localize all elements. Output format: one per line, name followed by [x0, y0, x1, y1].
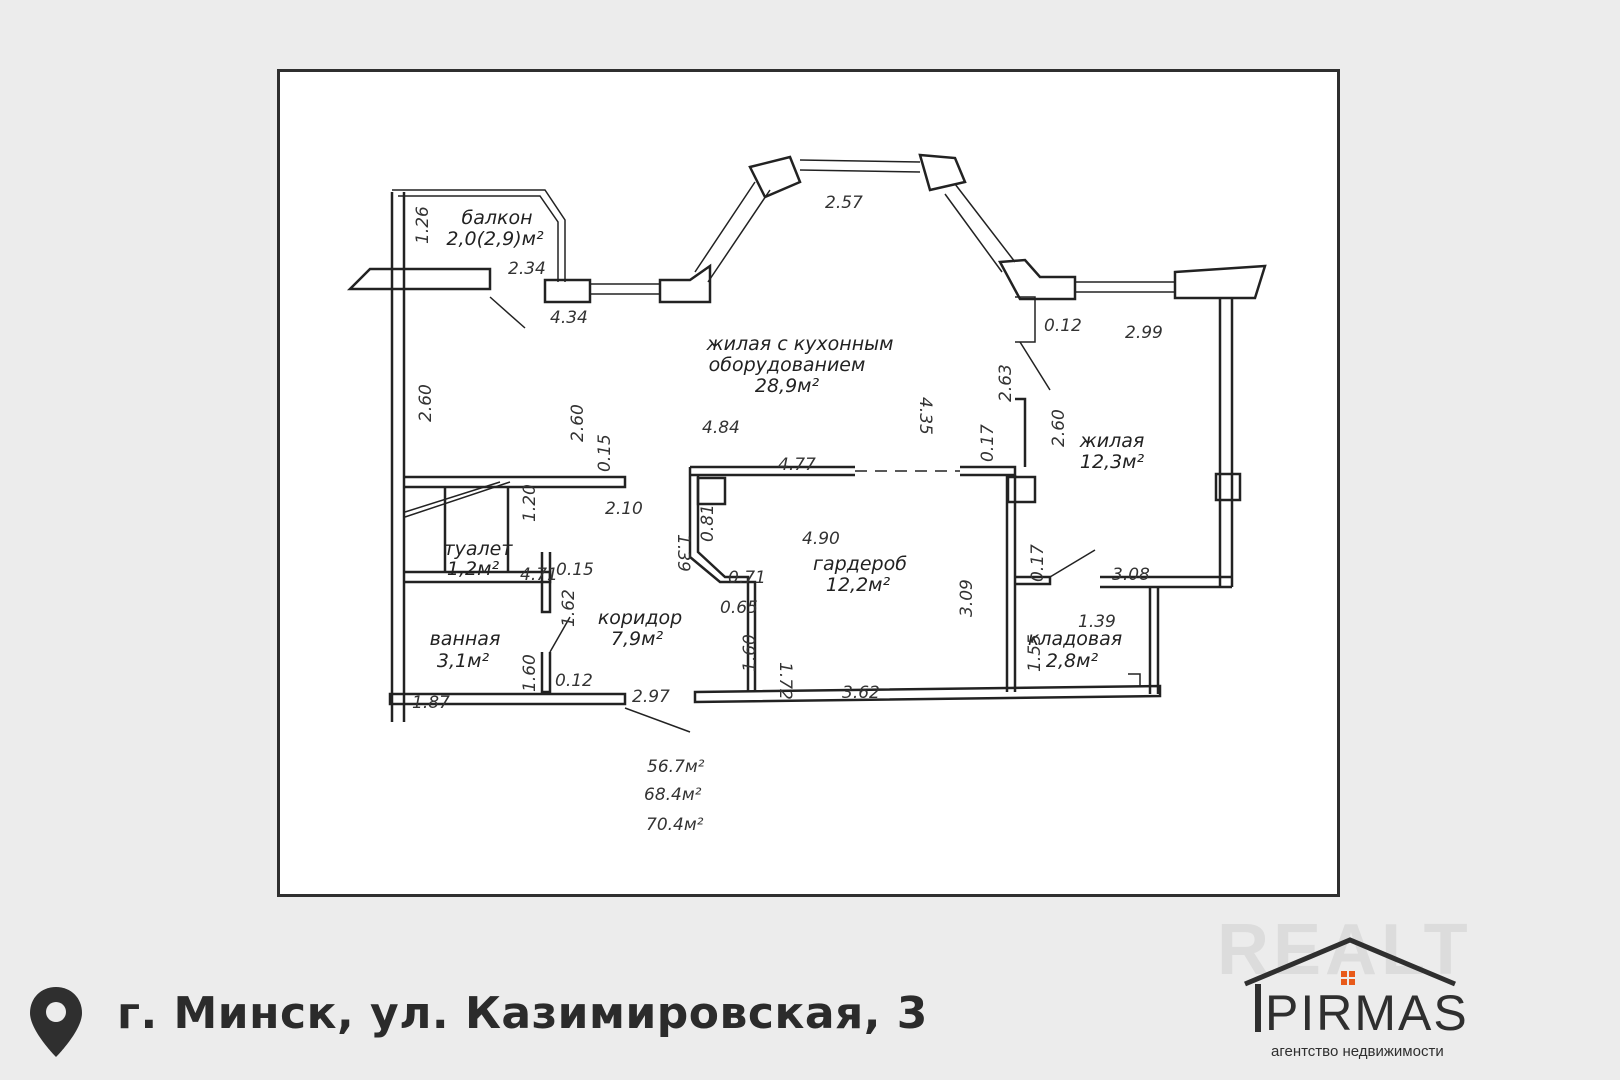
balcony-area: 2,0(2,9)м² [446, 228, 544, 250]
balcony-label: балкон [461, 207, 532, 229]
dimension-label: 2.60 [1049, 409, 1069, 447]
dimension-label: 4.77 [778, 455, 816, 475]
room-labels: балкон 2,0(2,9)м² жилая с кухонным обору… [430, 207, 1145, 672]
dimension-label: 2.57 [825, 193, 863, 213]
dimension-label: 2.10 [605, 499, 643, 519]
dimension-label: 0.71 [728, 568, 766, 588]
dimension-label: 4.71 [520, 565, 558, 585]
dimension-label: 0.15 [595, 434, 615, 472]
dimension-label: 4.35 [915, 397, 935, 435]
dimension-label: 2.63 [996, 364, 1016, 402]
pirmas-logo: REALT PIRMAS агентство недвижимости [1217, 922, 1469, 1060]
dimension-label: 0.17 [1028, 544, 1048, 582]
dimension-label: 1.60 [740, 634, 760, 672]
dimension-label: 2.60 [416, 384, 436, 422]
dimension-label: 1.39 [1078, 612, 1116, 632]
living-kitchen-label-line1: жилая с кухонным [706, 333, 894, 355]
storage-area: 2,8м² [1046, 650, 1099, 672]
wardrobe-area: 12,2м² [826, 574, 891, 596]
dimension-label: 1.20 [520, 484, 540, 522]
dimension-label: 1.72 [775, 662, 795, 700]
dimension-label: 0.17 [978, 424, 998, 462]
dimension-label: 0.15 [556, 560, 594, 580]
logo-brand: PIRMAS [1265, 985, 1469, 1041]
toilet-label: туалет [444, 538, 514, 560]
logo-tagline: агентство недвижимости [1271, 1043, 1444, 1060]
corridor-area: 7,9м² [611, 628, 664, 650]
living-kitchen-label-line2: оборудованием [709, 354, 866, 376]
total-area-3: 70.4м² [646, 815, 704, 835]
living-room-label: жилая [1079, 430, 1145, 452]
area-totals: 56.7м² 68.4м² 70.4м² [644, 757, 705, 835]
address-text: г. Минск, ул. Казимировская, 3 [117, 988, 928, 1039]
logo-window-icon [1341, 971, 1347, 977]
total-area-2: 68.4м² [644, 785, 702, 805]
bathroom-label: ванная [430, 628, 501, 650]
toilet-area: 1,2м² [447, 558, 500, 580]
total-area-1: 56.7м² [647, 757, 705, 777]
dimension-label: 3.08 [1112, 565, 1150, 585]
dimension-label: 1.26 [413, 206, 433, 244]
dimension-label: 0.12 [1044, 316, 1082, 336]
walls [346, 153, 1267, 733]
dimension-label: 0.81 [698, 504, 718, 542]
dimension-label: 3.62 [842, 683, 880, 703]
dimension-label: 4.84 [702, 418, 740, 438]
living-room-area: 12,3м² [1080, 451, 1145, 473]
dimension-labels: 1.26 2.34 4.34 2.57 0.12 2.99 2.60 2.60 … [412, 193, 1163, 713]
corridor-label: коридор [598, 607, 682, 629]
dimension-label: 1.60 [520, 654, 540, 692]
dimension-label: 2.97 [632, 687, 670, 707]
dimension-label: 2.60 [568, 404, 588, 442]
bathroom-area: 3,1м² [437, 650, 490, 672]
storage-label: кладовая [1028, 628, 1122, 650]
dimension-label: 0.12 [555, 671, 593, 691]
dimension-label: 3.09 [957, 579, 977, 617]
location-pin-icon [30, 987, 82, 1057]
floor-plan-frame: балкон 2,0(2,9)м² жилая с кухонным обору… [277, 69, 1340, 897]
dimension-label: 2.99 [1125, 323, 1163, 343]
dimension-label: 1.55 [1025, 634, 1045, 672]
dimension-label: 1.39 [673, 534, 693, 572]
dimension-label: 2.34 [508, 259, 546, 279]
dimension-label: 4.34 [550, 308, 588, 328]
floor-plan-drawing: балкон 2,0(2,9)м² жилая с кухонным обору… [346, 153, 1267, 835]
dimension-label: 1.62 [559, 589, 579, 627]
wardrobe-label: гардероб [813, 553, 907, 575]
dimension-label: 4.90 [802, 529, 840, 549]
dimension-label: 0.65 [720, 598, 758, 618]
dimension-label: 1.87 [412, 693, 450, 713]
living-kitchen-area: 28,9м² [755, 375, 820, 397]
